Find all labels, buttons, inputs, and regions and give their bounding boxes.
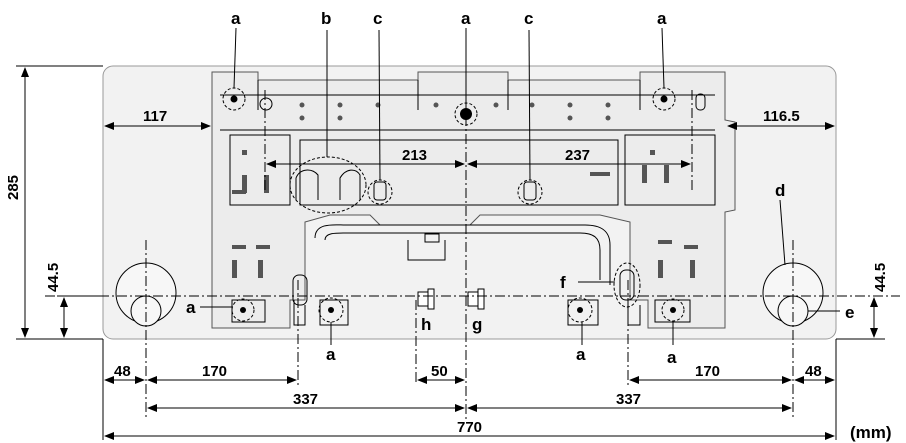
- callout-a-top-left: a: [231, 9, 241, 28]
- callout-a-bottom-left: a: [326, 345, 336, 364]
- leader-lines: [200, 27, 840, 345]
- dim-total-height: 285: [5, 175, 22, 200]
- extension-lines: [16, 65, 885, 440]
- dim-height-right: 44.5: [872, 263, 889, 292]
- mounting-holes: [232, 102, 698, 278]
- pipe-hole-left: [115, 262, 177, 327]
- dimension-labels: 285 44.5 44.5 117 116.5 213 237 48 170 5…: [5, 108, 892, 442]
- dim-edge-right: 48: [805, 363, 822, 380]
- callout-c-right: c: [524, 9, 533, 28]
- callout-c-left: c: [373, 9, 382, 28]
- callout-f: f: [560, 273, 566, 292]
- dim-pipe-left: 170: [202, 363, 227, 380]
- callout-labels: a b c a c a a a a a d e f h g: [186, 9, 854, 367]
- callout-e: e: [845, 303, 854, 322]
- dim-left-offset: 117: [143, 108, 167, 125]
- mounting-plate: [211, 71, 736, 329]
- pipe-hole-right: [762, 262, 824, 327]
- pipe-symbol-g: [467, 288, 485, 310]
- callout-h: h: [421, 315, 431, 334]
- callout-d: d: [775, 181, 785, 200]
- pipe-symbol-h: [417, 288, 435, 310]
- dim-centre-gap: 50: [431, 363, 448, 380]
- dim-half-right: 337: [616, 391, 641, 408]
- dim-span-right: 237: [565, 147, 590, 164]
- unit-label: (mm): [850, 423, 892, 442]
- dim-height-left: 44.5: [45, 263, 62, 292]
- dim-half-left: 337: [293, 391, 318, 408]
- callout-a-bottom-mid: a: [576, 345, 586, 364]
- screw-points: [230, 95, 676, 313]
- callout-a-top-centre: a: [461, 9, 471, 28]
- callout-a-left: a: [186, 298, 196, 317]
- centre-lines: [45, 80, 900, 420]
- dimension-lines: [21, 67, 878, 440]
- dim-right-offset: 116.5: [763, 108, 800, 125]
- callout-a-bottom-right: a: [667, 348, 677, 367]
- dim-pipe-right: 170: [695, 363, 720, 380]
- callout-g: g: [472, 315, 482, 334]
- dim-edge-left: 48: [114, 363, 131, 380]
- callout-a-top-right: a: [657, 9, 667, 28]
- dim-total-width: 770: [457, 419, 482, 436]
- dim-span-left: 213: [402, 147, 427, 164]
- callout-b: b: [321, 9, 331, 28]
